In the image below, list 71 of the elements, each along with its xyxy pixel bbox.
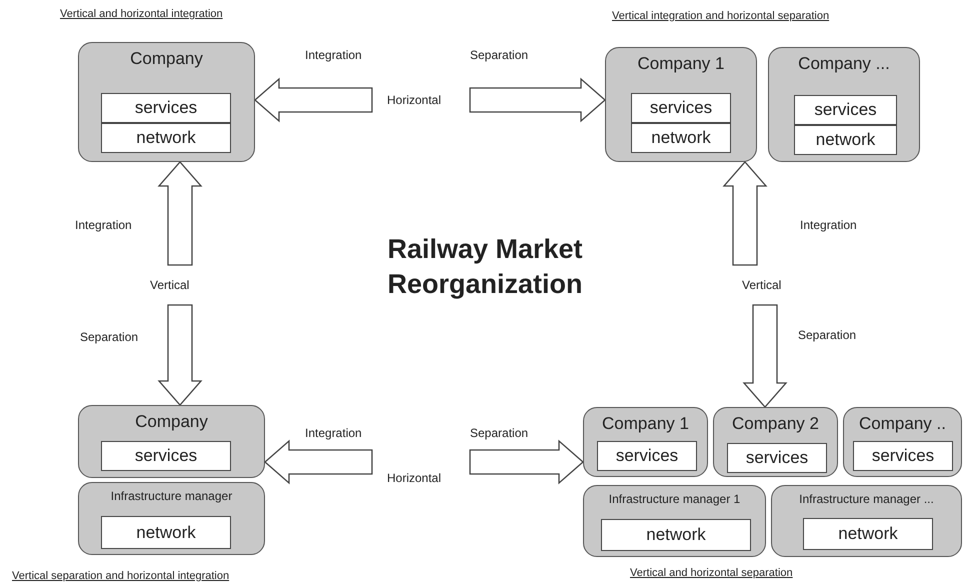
layer-box — [597, 441, 697, 471]
layer-label: services — [134, 446, 198, 466]
layer-box — [794, 95, 897, 125]
organization-name: Company .. — [858, 414, 947, 434]
organization-box — [843, 407, 962, 477]
layer-label: services — [616, 446, 678, 466]
layer-label: network — [651, 128, 711, 148]
quadrant-caption: Vertical and horizontal integration — [60, 8, 223, 20]
layer-label: services — [814, 100, 877, 120]
layer-box — [101, 441, 231, 471]
layer-label: network — [136, 522, 196, 542]
edge-label: Integration — [305, 426, 362, 440]
organization-box — [713, 407, 838, 477]
edge-label: Integration — [800, 218, 857, 232]
organization-box — [605, 47, 757, 162]
layer-box — [631, 123, 731, 153]
organization-box — [768, 47, 920, 162]
organization-name: Company 1 — [636, 54, 726, 74]
edge-label: Integration — [75, 218, 132, 232]
organization-name: Company — [134, 412, 209, 432]
block-arrow — [254, 78, 373, 122]
organization-name: Infrastructure manager — [110, 489, 234, 503]
organization-box — [583, 485, 766, 557]
layer-box — [101, 516, 231, 549]
quadrant-caption: Vertical separation and horizontal integration — [12, 570, 230, 582]
block-arrow — [722, 161, 768, 266]
layer-box — [794, 125, 897, 155]
organization-name: Company ... — [797, 54, 891, 74]
edge-label: Integration — [305, 48, 362, 62]
organization-box — [771, 485, 962, 557]
organization-box — [583, 407, 708, 477]
layer-label: services — [650, 98, 712, 118]
organization-name: Company — [129, 49, 204, 69]
layer-box — [601, 519, 751, 551]
organization-box — [78, 42, 255, 162]
quadrant-caption: Vertical and horizontal separation — [630, 567, 793, 579]
layer-box — [727, 443, 827, 473]
layer-box — [803, 518, 933, 550]
layer-box — [853, 441, 953, 471]
block-arrow — [264, 440, 373, 484]
edge-label: Separation — [470, 48, 528, 62]
axis-label: Vertical — [150, 278, 190, 292]
organization-box — [78, 482, 265, 555]
layer-label: network — [838, 524, 898, 544]
axis-label: Horizontal — [387, 93, 442, 107]
layer-box — [101, 123, 231, 153]
block-arrow — [158, 161, 202, 266]
layer-label: services — [872, 446, 934, 466]
layer-box — [631, 93, 731, 123]
layer-label: network — [646, 525, 706, 545]
organization-box — [78, 405, 265, 478]
block-arrow — [742, 304, 788, 408]
organization-name: Infrastructure manager ... — [798, 492, 935, 506]
layer-label: network — [816, 130, 876, 150]
axis-label: Horizontal — [387, 471, 442, 485]
edge-label: Separation — [798, 328, 856, 342]
block-arrow — [469, 440, 584, 484]
layer-label: services — [134, 98, 198, 118]
organization-name: Company 1 — [601, 414, 690, 434]
organization-name: Company 2 — [731, 414, 820, 434]
axis-label: Vertical — [742, 278, 782, 292]
edge-label: Separation — [80, 330, 138, 344]
layer-label: services — [746, 448, 808, 468]
block-arrow — [469, 78, 606, 122]
edge-label: Separation — [470, 426, 528, 440]
block-arrow — [158, 304, 202, 406]
layer-box — [101, 93, 231, 123]
quadrant-caption: Vertical integration and horizontal separation — [612, 10, 830, 22]
layer-label: network — [136, 128, 196, 148]
diagram-title: Railway Market Reorganization — [386, 233, 584, 302]
organization-name: Infrastructure manager 1 — [608, 492, 742, 506]
